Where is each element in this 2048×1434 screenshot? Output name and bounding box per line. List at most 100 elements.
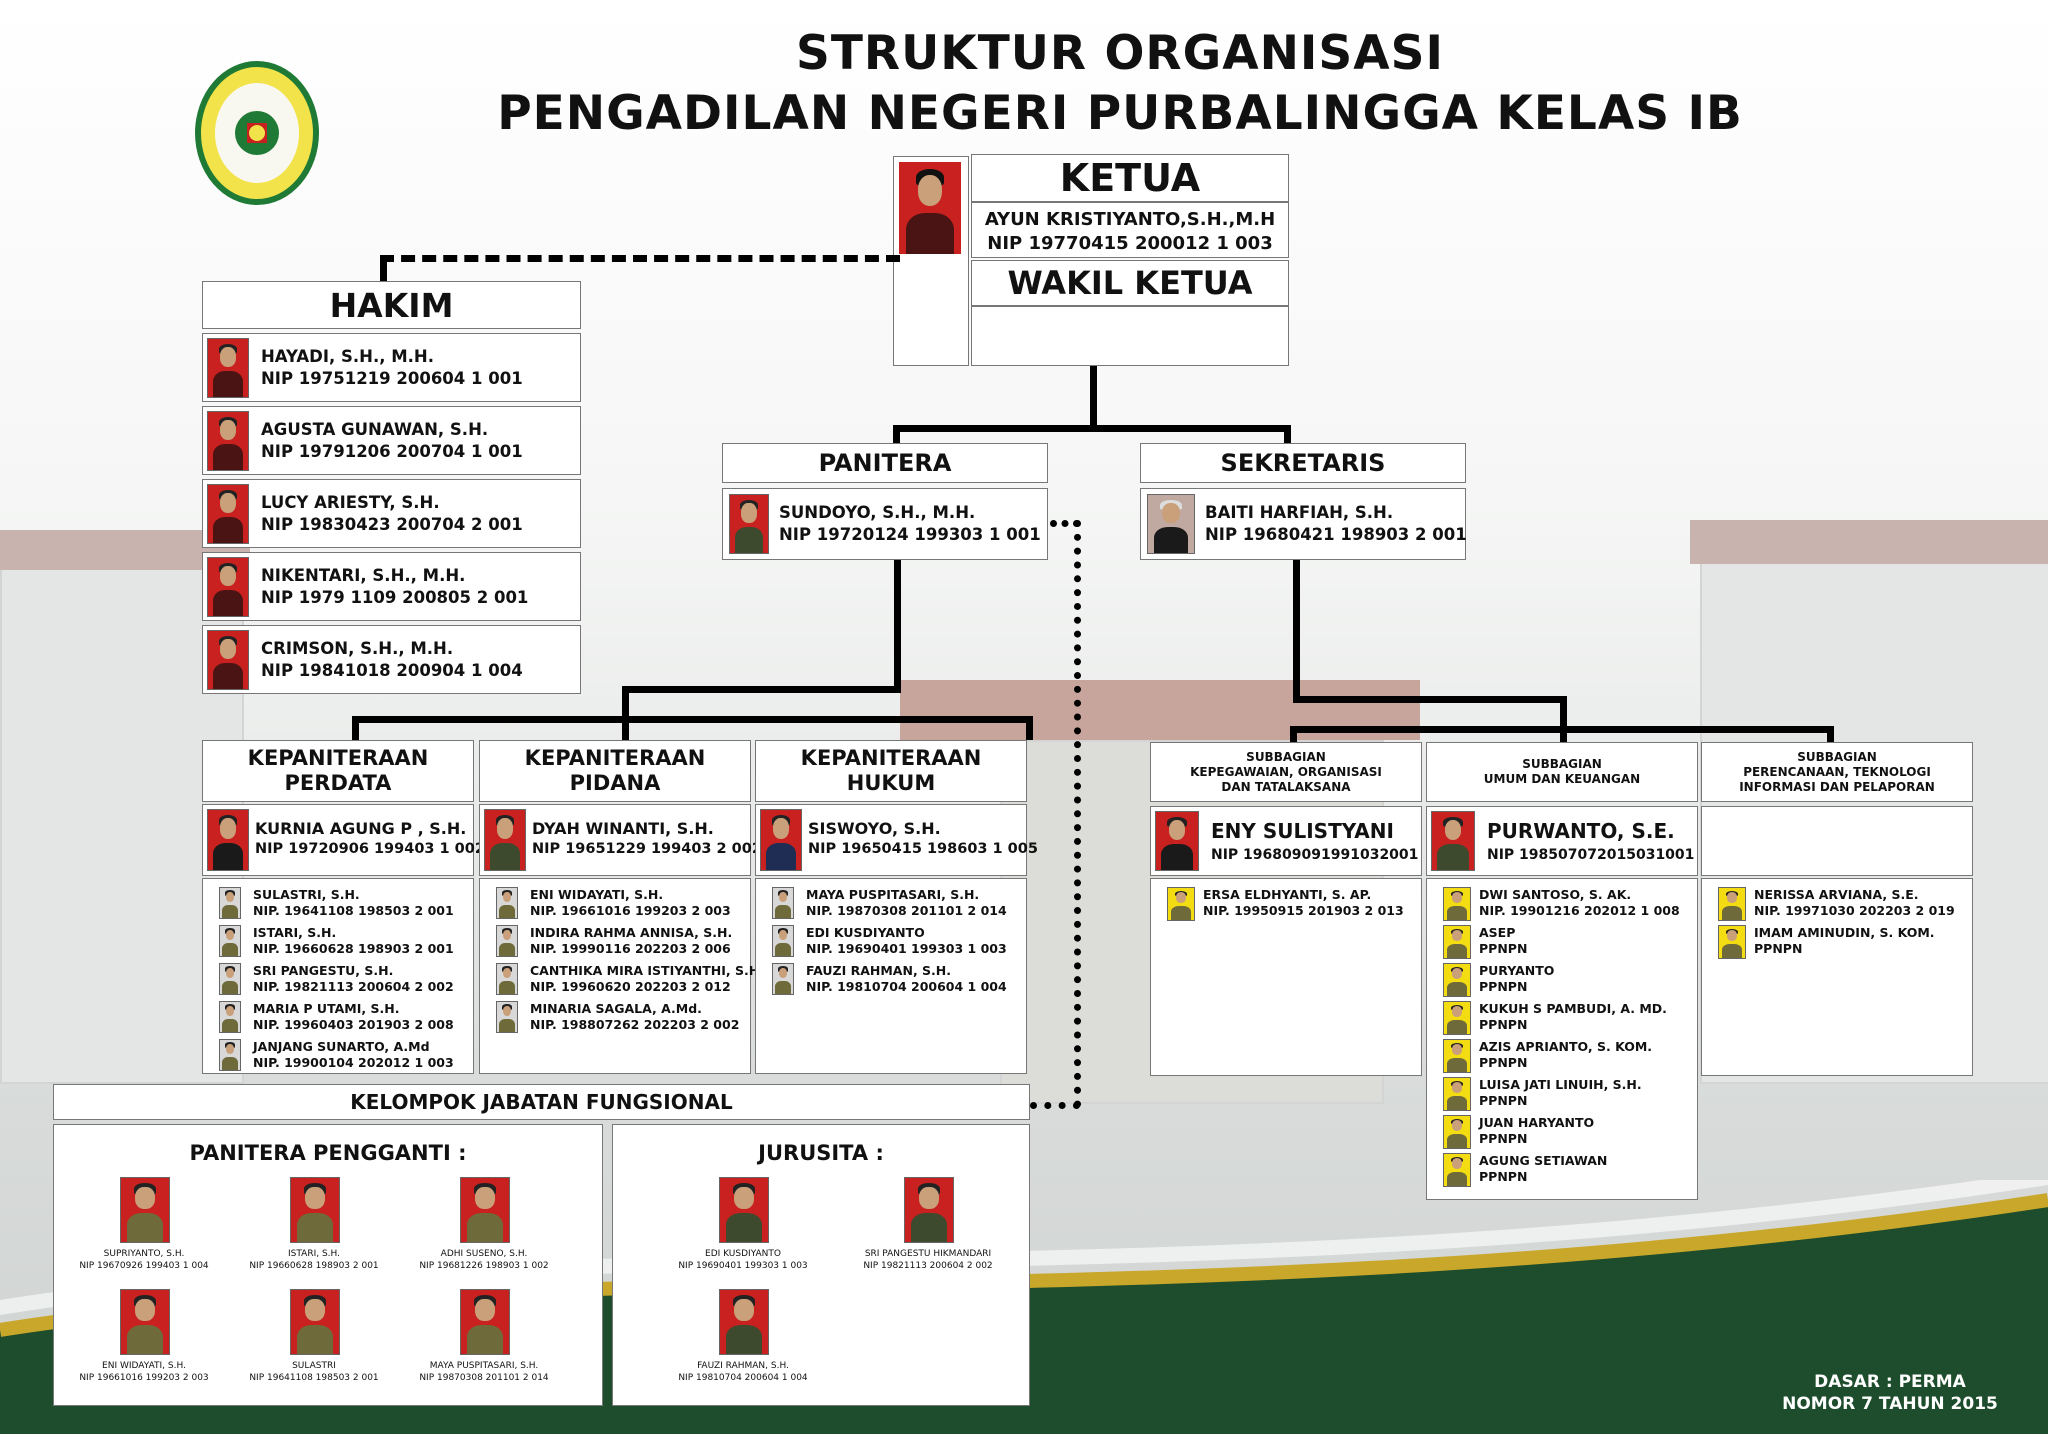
staff-photo — [772, 925, 794, 957]
staff-photo — [772, 963, 794, 995]
photo-body — [499, 904, 515, 918]
fungsional-photo — [719, 1289, 769, 1355]
subbagian-label: SUBBAGIAN UMUM DAN KEUANGAN — [1426, 742, 1698, 802]
photo-body — [212, 662, 244, 689]
staff-nip: PPNPN — [1479, 1017, 1528, 1032]
staff-name: AGUNG SETIAWAN — [1479, 1153, 1608, 1168]
title-line2: PENGADILAN NEGERI PURBALINGGA KELAS IB — [497, 86, 1743, 141]
panitera-photo — [729, 494, 769, 554]
title-line1: STRUKTUR ORGANISASI — [796, 26, 1444, 81]
photo-body — [1171, 905, 1191, 920]
kepaniteraan-label-line2: PIDANA — [569, 771, 661, 795]
fungsional-nip: NIP 19660628 198903 2 001 — [249, 1261, 379, 1271]
photo-face — [305, 1298, 325, 1321]
fungsional-photo — [904, 1177, 954, 1243]
photo-body — [1447, 1019, 1467, 1034]
photo-face — [135, 1186, 155, 1209]
photo-face — [1451, 1044, 1463, 1056]
staff-name: JUAN HARYANTO — [1479, 1115, 1595, 1130]
photo-body — [466, 1213, 504, 1242]
kepaniteraan-head-photo — [207, 809, 249, 871]
fungsional-name: FAUZI RAHMAN, S.H. — [697, 1361, 789, 1371]
fungsional-photo — [120, 1177, 170, 1243]
staff-nip: PPNPN — [1479, 1055, 1528, 1070]
staff-nip: NIP. 19960403 201903 2 008 — [253, 1017, 454, 1032]
fungsional-name: SUPRIYANTO, S.H. — [103, 1249, 185, 1259]
staff-name: ISTARI, S.H. — [253, 925, 337, 940]
photo-body — [499, 980, 515, 994]
photo-face — [1444, 820, 1462, 840]
photo-body — [910, 1213, 948, 1242]
staff-photo — [1443, 1115, 1471, 1149]
staff-name: AZIS APRIANTO, S. KOM. — [1479, 1039, 1653, 1054]
staff-name: ERSA ELDHYANTI, S. AP. — [1203, 887, 1372, 902]
fungsional-photo — [120, 1289, 170, 1355]
ketua-photo — [899, 162, 961, 254]
photo-face — [475, 1186, 495, 1209]
staff-photo — [1718, 887, 1746, 921]
photo-face — [1168, 820, 1186, 840]
kepaniteraan-branch-line — [352, 716, 1032, 723]
staff-name: INDIRA RAHMA ANNISA, S.H. — [530, 925, 733, 940]
subbagian-staff-box: NERISSA ARVIANA, S.E.NIP. 19971030 20220… — [1701, 878, 1973, 1076]
staff-nip: NIP. 19901216 202012 1 008 — [1479, 903, 1680, 918]
staff-nip: PPNPN — [1754, 941, 1803, 956]
staff-nip: PPNPN — [1479, 1131, 1528, 1146]
wakil-ketua-info — [971, 306, 1289, 366]
fungsional-nip: NIP 19661016 199203 2 003 — [79, 1373, 209, 1383]
staff-name: MAYA PUSPITASARI, S.H. — [806, 887, 980, 902]
staff-nip: NIP. 19810704 200604 1 004 — [806, 979, 1007, 994]
fungsional-photo — [290, 1289, 340, 1355]
hakim-nip: NIP 19830423 200704 2 001 — [261, 515, 523, 534]
hakim-member-card: NIKENTARI, S.H., M.H.NIP 1979 1109 20080… — [202, 552, 581, 621]
photo-face — [1451, 968, 1463, 980]
subbagian-head-photo — [1155, 811, 1199, 871]
photo-body — [212, 370, 244, 397]
photo-body — [222, 942, 238, 956]
staff-photo — [1718, 925, 1746, 959]
staff-name: EDI KUSDIYANTO — [806, 925, 925, 940]
staff-nip: PPNPN — [1479, 979, 1528, 994]
panitera-nip: NIP 19720124 199303 1 001 — [779, 525, 1041, 544]
staff-name: MARIA P UTAMI, S.H. — [253, 1001, 400, 1016]
photo-body — [489, 843, 521, 870]
photo-face — [1451, 1082, 1463, 1094]
photo-body — [1447, 1057, 1467, 1072]
subbagian-head-card: PURWANTO, S.E.NIP 198507072015031001 — [1426, 806, 1698, 876]
photo-face — [226, 892, 234, 903]
photo-body — [499, 1018, 515, 1032]
fungsional-dotted-vertical — [1074, 520, 1081, 1108]
sekretaris-info: BAITI HARFIAH, S.H. NIP 19680421 198903 … — [1140, 488, 1467, 560]
staff-photo — [1443, 925, 1471, 959]
hakim-photo — [207, 484, 249, 544]
staff-name: FAUZI RAHMAN, S.H. — [806, 963, 952, 978]
staff-nip: PPNPN — [1479, 941, 1528, 956]
panitera-label: PANITERA — [722, 443, 1048, 483]
photo-face — [220, 818, 236, 839]
hakim-nip: NIP 19751219 200604 1 001 — [261, 369, 523, 388]
fungsional-photo — [460, 1177, 510, 1243]
dasar-line2: NOMOR 7 TAHUN 2015 — [1782, 1394, 1998, 1414]
hakim-name: NIKENTARI, S.H., M.H. — [261, 566, 466, 585]
subbag2-drop — [1560, 726, 1567, 744]
photo-face — [1451, 1120, 1463, 1132]
perdata-drop — [352, 716, 359, 740]
kepaniteraan-head-nip: NIP 19720906 199403 1 002 — [255, 841, 485, 857]
subbagian-label: SUBBAGIAN KEPEGAWAIAN, ORGANISASI DAN TA… — [1150, 742, 1422, 802]
staff-photo — [496, 887, 518, 919]
hakim-nip: NIP 19841018 200904 1 004 — [261, 661, 523, 680]
photo-body — [1447, 981, 1467, 996]
staff-photo — [1443, 1153, 1471, 1187]
photo-face — [503, 892, 511, 903]
photo-face — [1451, 1006, 1463, 1018]
photo-body — [725, 1213, 763, 1242]
staff-nip: NIP. 19661016 199203 2 003 — [530, 903, 731, 918]
kepaniteraan-label-line1: KEPANITERAAN — [800, 746, 982, 770]
staff-name: MINARIA SAGALA, A.Md. — [530, 1001, 702, 1016]
photo-face — [226, 1006, 234, 1017]
ketua-branch-line — [893, 425, 1291, 432]
photo-body — [1447, 943, 1467, 958]
hakim-name: HAYADI, S.H., M.H. — [261, 347, 434, 366]
